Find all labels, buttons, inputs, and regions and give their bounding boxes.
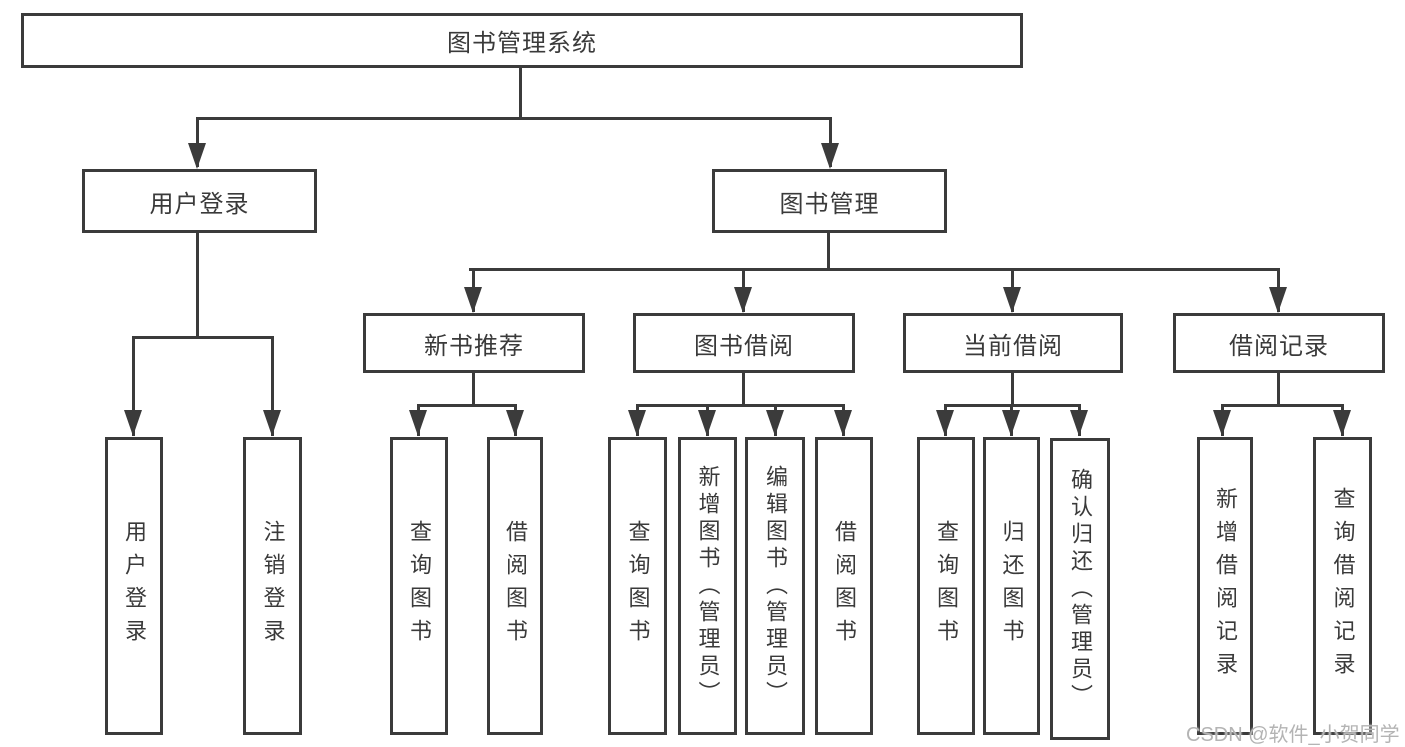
node-label: 借阅记录 [1229, 332, 1329, 360]
arrow-down-icon [409, 410, 427, 436]
arrow-down-icon [1333, 410, 1351, 436]
connector-user-login-rail [132, 336, 273, 339]
leaf-user-login: 用户登录 [105, 437, 163, 735]
node-label: 图书管理 [779, 190, 880, 218]
leaf-label: 用户登录 [122, 520, 147, 652]
connector-to-leaf-user-login [132, 336, 135, 436]
connector-section2-stem [1011, 373, 1014, 406]
connector-section1-rail [636, 404, 844, 407]
connector-section0-stem [472, 373, 475, 406]
node-book-borrowing: 图书借阅 [633, 313, 855, 373]
arrow-down-icon [263, 410, 281, 436]
leaf-add-books-admin: 新增图书（管理员） [678, 437, 737, 735]
node-label: 用户登录 [149, 190, 250, 218]
connector-section1-stem [742, 373, 745, 406]
connector-book-management-stem [827, 233, 830, 271]
arrow-down-icon [506, 410, 524, 436]
node-root-library-management-system: 图书管理系统 [21, 13, 1023, 68]
leaf-label: 查询图书 [934, 520, 959, 652]
leaf-label: 查询借阅记录 [1330, 487, 1356, 685]
arrow-down-icon [124, 410, 142, 436]
arrow-down-icon [1269, 287, 1287, 313]
leaf-label: 新增借阅记录 [1213, 487, 1238, 685]
leaf-label: 借阅图书 [503, 520, 528, 652]
leaf-edit-books-admin: 编辑图书（管理员） [745, 437, 805, 735]
connector-to-leaf-logout [271, 336, 274, 436]
connector-to-book-management [829, 117, 832, 167]
leaf-query-books-current: 查询图书 [917, 437, 975, 735]
leaf-label: 查询图书 [625, 520, 651, 652]
arrow-down-icon [698, 410, 716, 436]
leaf-borrow-books-recommend: 借阅图书 [487, 437, 543, 735]
arrow-down-icon [821, 143, 839, 169]
connector-book-management-rail [469, 268, 1280, 271]
connector-to-user-login [196, 117, 199, 167]
leaf-label: 注销登录 [260, 520, 286, 652]
node-book-management: 图书管理 [712, 169, 947, 233]
leaf-query-books-borrowing: 查询图书 [608, 437, 667, 735]
node-user-login: 用户登录 [82, 169, 317, 233]
leaf-label: 归还图书 [999, 520, 1025, 652]
connector-section3-stem [1277, 373, 1280, 406]
arrow-down-icon [1070, 410, 1088, 436]
leaf-borrow-books-borrowing: 借阅图书 [815, 437, 873, 735]
node-label: 图书借阅 [694, 332, 794, 360]
arrow-down-icon [734, 287, 752, 313]
arrow-down-icon [1213, 410, 1231, 436]
leaf-label: 确认归还（管理员） [1068, 467, 1093, 711]
leaf-query-books-recommend: 查询图书 [390, 437, 448, 735]
arrow-down-icon [464, 287, 482, 313]
leaf-label: 编辑图书（管理员） [763, 464, 788, 708]
leaf-label: 借阅图书 [832, 520, 857, 652]
arrow-down-icon [766, 410, 784, 436]
connector-root-rail [196, 117, 831, 120]
connector-section3-rail [1221, 404, 1343, 407]
csdn-watermark: CSDN @软件_小贺同学 [1186, 724, 1400, 746]
arrow-down-icon [1002, 410, 1020, 436]
arrow-down-icon [628, 410, 646, 436]
node-current-borrowing: 当前借阅 [903, 313, 1123, 373]
leaf-label: 查询图书 [407, 520, 432, 652]
arrow-down-icon [936, 410, 954, 436]
node-borrow-records: 借阅记录 [1173, 313, 1385, 373]
node-label: 图书管理系统 [447, 30, 597, 57]
arrow-down-icon [1003, 287, 1021, 313]
node-label: 当前借阅 [963, 332, 1063, 360]
connector-root-stem [519, 68, 522, 117]
leaf-logout: 注销登录 [243, 437, 302, 735]
connector-section0-rail [417, 404, 517, 407]
connector-user-login-stem [196, 233, 199, 336]
leaf-label: 新增图书（管理员） [695, 464, 721, 708]
node-new-book-recommend: 新书推荐 [363, 313, 585, 373]
leaf-query-borrow-record: 查询借阅记录 [1313, 437, 1372, 735]
arrow-down-icon [188, 143, 206, 169]
leaf-confirm-return-admin: 确认归还（管理员） [1050, 438, 1110, 740]
leaf-return-books: 归还图书 [983, 437, 1040, 735]
node-label: 新书推荐 [424, 332, 524, 360]
leaf-add-borrow-record: 新增借阅记录 [1197, 437, 1253, 735]
arrow-down-icon [834, 410, 852, 436]
